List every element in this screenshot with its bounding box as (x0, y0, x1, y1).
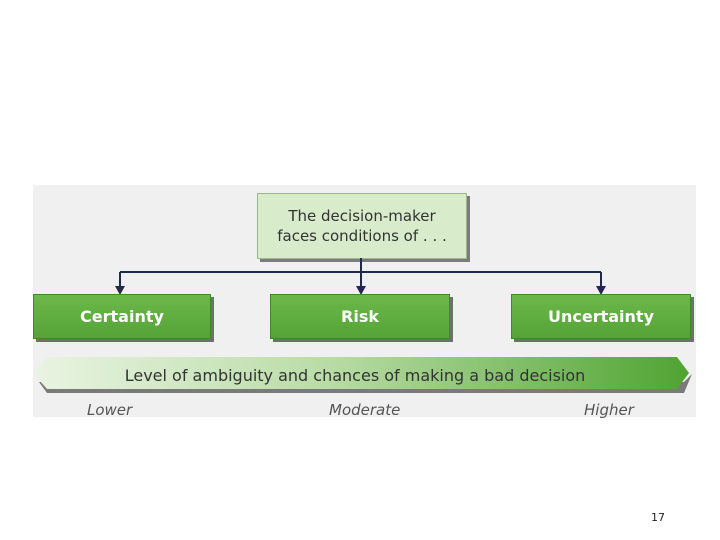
arrow-down-icon (596, 286, 606, 295)
risk-label: Risk (341, 307, 379, 326)
arrow-down-icon (115, 286, 125, 295)
decision-maker-box: The decision-maker faces conditions of .… (257, 193, 467, 259)
page-number: 17 (651, 511, 665, 524)
risk-box: Risk (270, 294, 450, 339)
level-moderate: Moderate (329, 401, 401, 419)
level-lower: Lower (87, 401, 133, 419)
decision-maker-line-2: faces conditions of . . . (277, 227, 447, 245)
level-higher: Higher (584, 401, 634, 419)
certainty-box: Certainty (33, 294, 211, 339)
uncertainty-box: Uncertainty (511, 294, 691, 339)
uncertainty-label: Uncertainty (547, 307, 654, 326)
certainty-label: Certainty (80, 307, 164, 326)
ambiguity-scale-arrow (33, 357, 692, 393)
decision-maker-line-1: The decision-maker (288, 207, 436, 225)
arrow-down-icon (356, 286, 366, 295)
scale-label: Level of ambiguity and chances of making… (124, 365, 586, 385)
